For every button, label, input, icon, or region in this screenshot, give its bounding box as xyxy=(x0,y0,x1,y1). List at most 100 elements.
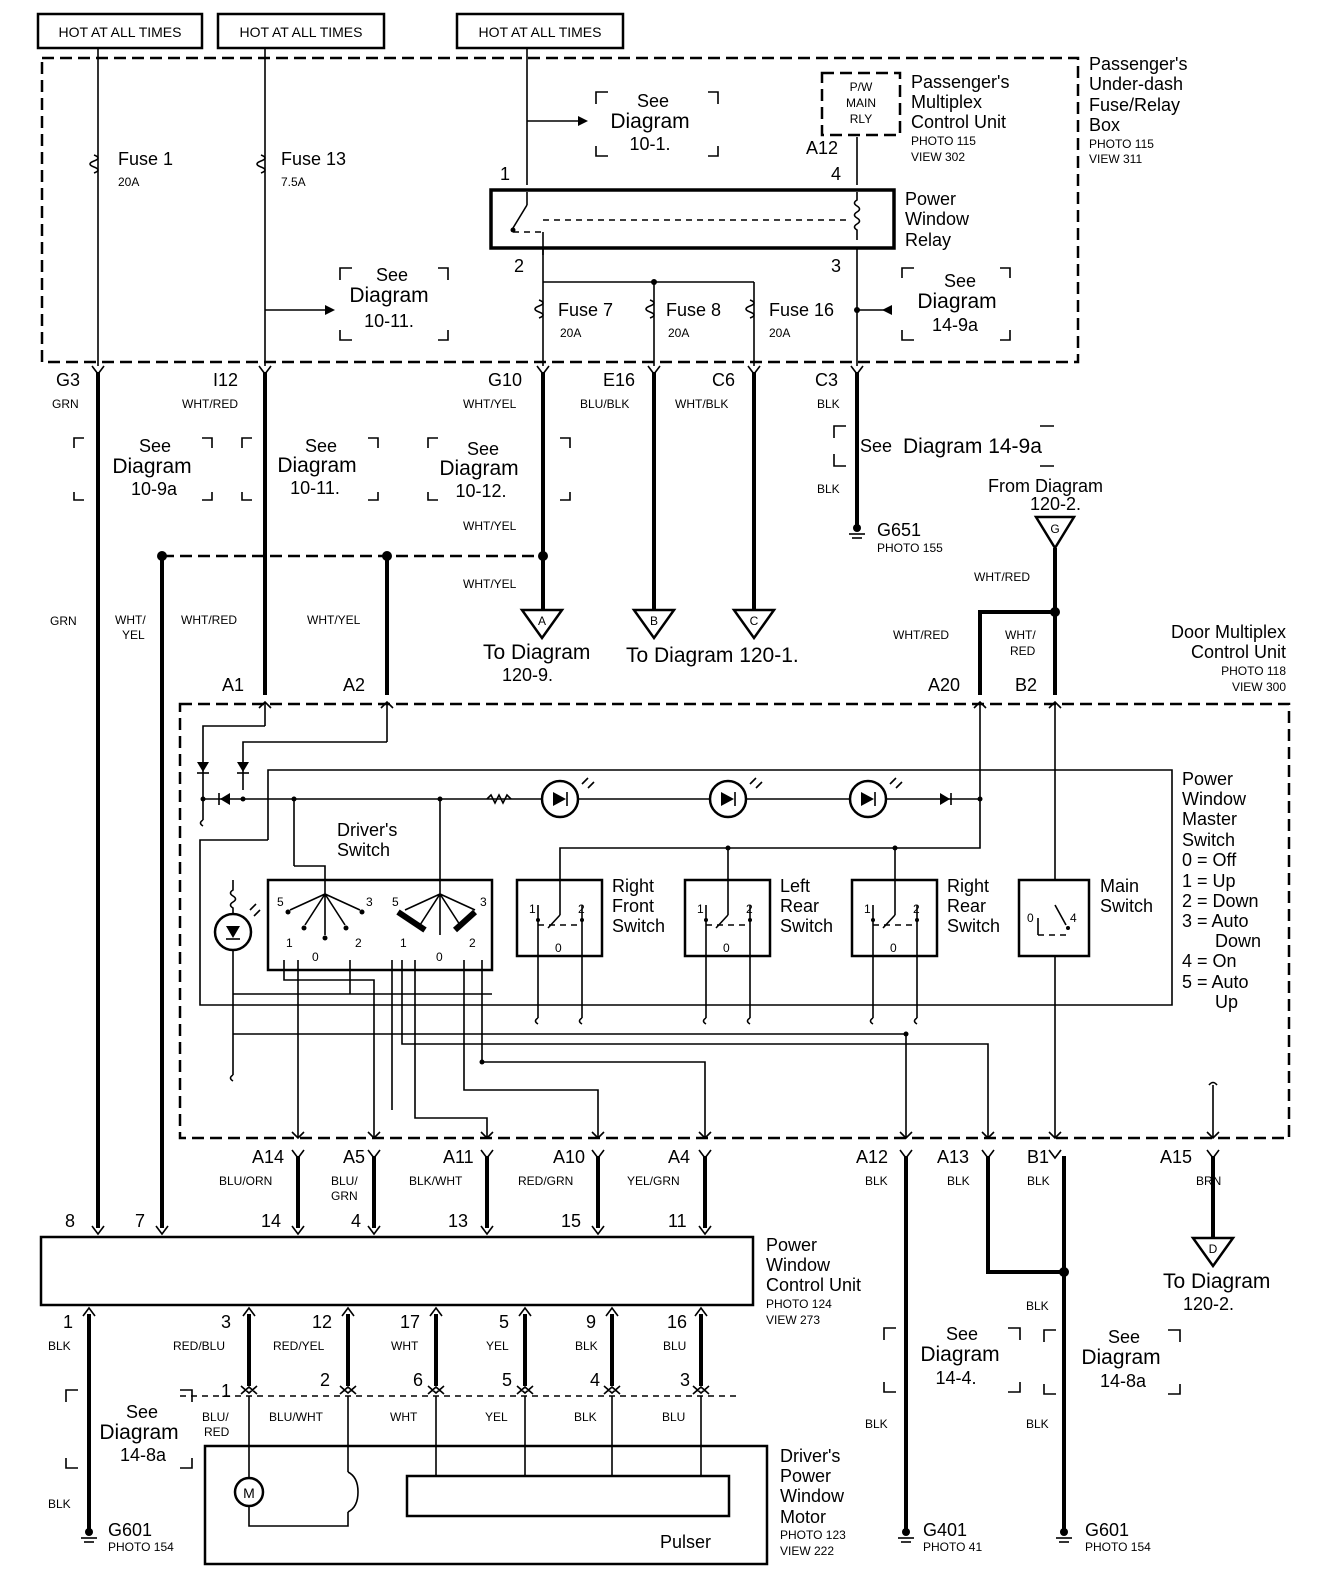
fuse7-symbol xyxy=(534,299,544,319)
drivers-switch-contacts xyxy=(285,799,478,941)
resistor-icon xyxy=(486,793,512,805)
svg-text:10-9a: 10-9a xyxy=(131,479,178,499)
dmcu-pin-b2: B2 xyxy=(1015,675,1037,695)
svg-text:PHOTO 118: PHOTO 118 xyxy=(1221,664,1286,678)
svg-text:1: 1 xyxy=(286,936,293,950)
connector-e16: E16 BLU/BLK xyxy=(580,370,635,411)
wire-a13-blk xyxy=(986,1156,1064,1274)
svg-text:13: 13 xyxy=(448,1211,468,1231)
svg-text:2: 2 xyxy=(355,936,362,950)
svg-text:0: 0 xyxy=(436,950,443,964)
svg-text:RED/BLU: RED/BLU xyxy=(173,1339,225,1353)
svg-text:WHT: WHT xyxy=(390,1410,418,1424)
svg-text:10-11.: 10-11. xyxy=(290,478,340,498)
drivers-switch-label-1: Driver's xyxy=(337,820,397,840)
connector-ticks-top xyxy=(91,365,864,376)
svg-text:Main: Main xyxy=(1100,876,1139,896)
fuse13-symbol xyxy=(256,154,266,174)
svg-text:PHOTO 123: PHOTO 123 xyxy=(780,1528,846,1542)
svg-text:Rear: Rear xyxy=(780,896,819,916)
drivers-switch-led xyxy=(213,880,492,1082)
svg-text:Window: Window xyxy=(780,1486,845,1506)
see-diagram-14-9a-mid: See Diagram 14-9a xyxy=(833,425,1054,467)
arrow-icon xyxy=(325,305,335,315)
svg-text:BLU/: BLU/ xyxy=(331,1174,358,1188)
svg-text:See: See xyxy=(376,265,408,285)
relay-pin-2: 2 xyxy=(514,256,524,276)
svg-text:0: 0 xyxy=(312,950,319,964)
right-rear-switch-label: Right Rear Switch xyxy=(947,876,1000,936)
svg-text:VIEW 300: VIEW 300 xyxy=(1232,680,1286,694)
pw-main-relay-box xyxy=(820,71,902,137)
pwcu-pin-8: 8 xyxy=(65,1211,75,1231)
svg-text:See: See xyxy=(944,271,976,291)
b2-wire-label-a: WHT/ xyxy=(1005,628,1036,642)
fuse8-symbol xyxy=(645,299,655,319)
svg-text:Motor: Motor xyxy=(780,1507,826,1527)
svg-text:BLU/ORN: BLU/ORN xyxy=(219,1174,272,1188)
svg-text:Diagram: Diagram xyxy=(920,1343,999,1366)
main-switch-box[interactable] xyxy=(1017,878,1091,958)
ground-g401-icon xyxy=(898,1528,914,1543)
see-diagram-10-9a: See Diagram 10-9a xyxy=(73,436,213,501)
svg-text:BLU: BLU xyxy=(662,1410,685,1424)
svg-text:2: 2 xyxy=(578,902,585,916)
svg-text:5: 5 xyxy=(502,1370,512,1390)
hot-tag-1-label: HOT AT ALL TIMES xyxy=(59,24,182,40)
drivers-switch-label-2: Switch xyxy=(337,840,390,860)
svg-text:See: See xyxy=(126,1402,158,1422)
connector-c3: C3 BLK xyxy=(815,370,840,411)
dmcu-output-arrows xyxy=(291,1131,1220,1140)
svg-text:1: 1 xyxy=(400,936,407,950)
svg-text:0: 0 xyxy=(555,941,562,955)
svg-text:Window: Window xyxy=(766,1255,831,1275)
master-switch-label: Power Window Master Switch xyxy=(1182,769,1247,850)
master-switch-legend: 0 = Off 1 = Up 2 = Down 3 = Auto Down 4 … xyxy=(1182,850,1261,1012)
hot-tag-3: HOT AT ALL TIMES xyxy=(455,12,625,50)
svg-text:11: 11 xyxy=(668,1211,687,1231)
connector-a14: A14 BLU/ORN 14 xyxy=(219,1147,284,1231)
svg-text:5: 5 xyxy=(392,895,399,909)
relay-pin-3: 3 xyxy=(831,256,841,276)
svg-text:Right: Right xyxy=(612,876,654,896)
to-diagram-a-ref: 120-9. xyxy=(502,665,553,685)
see-diagram-14-9a-top: See Diagram 14-9a xyxy=(901,267,1011,341)
svg-text:Right: Right xyxy=(947,876,989,896)
svg-text:VIEW 311: VIEW 311 xyxy=(1089,152,1142,166)
svg-text:12: 12 xyxy=(312,1312,332,1332)
svg-text:B: B xyxy=(650,614,658,628)
svg-text:RED/GRN: RED/GRN xyxy=(518,1174,573,1188)
svg-text:BLU/BLK: BLU/BLK xyxy=(580,397,629,411)
main-switch-label: Main Switch xyxy=(1100,876,1153,916)
fuse8-label: Fuse 8 xyxy=(666,300,721,320)
svg-text:Control Unit: Control Unit xyxy=(911,112,1006,132)
connector-a10: A10 RED/GRN 15 xyxy=(518,1147,585,1231)
power-window-control-unit xyxy=(39,1235,755,1307)
fuse-relay-box-outline xyxy=(40,56,1080,364)
hot-tag-1: HOT AT ALL TIMES xyxy=(36,12,204,50)
power-window-relay xyxy=(489,188,896,250)
relay-coil xyxy=(543,192,861,240)
svg-text:3 = Auto: 3 = Auto xyxy=(1182,911,1249,931)
svg-text:Diagram 14-9a: Diagram 14-9a xyxy=(903,435,1042,458)
wire-label-whtred-g: WHT/RED xyxy=(974,570,1030,584)
svg-text:4: 4 xyxy=(590,1370,600,1390)
svg-text:Diagram: Diagram xyxy=(610,110,689,133)
svg-text:PHOTO 115: PHOTO 115 xyxy=(911,134,976,148)
svg-text:Switch: Switch xyxy=(1182,830,1235,850)
svg-text:4 = On: 4 = On xyxy=(1182,951,1237,971)
svg-text:GRN: GRN xyxy=(52,397,79,411)
svg-text:14-4.: 14-4. xyxy=(935,1368,976,1388)
svg-text:A4: A4 xyxy=(668,1147,690,1167)
main-switch-contacts: 0 4 xyxy=(1027,904,1077,936)
svg-text:10-1.: 10-1. xyxy=(629,134,670,154)
wire-label-whtyel-a: WHT/ xyxy=(115,613,146,627)
svg-text:See: See xyxy=(1108,1327,1140,1347)
svg-text:5: 5 xyxy=(499,1312,509,1332)
dmcu-pin-a2: A2 xyxy=(343,675,365,695)
right-rear-switch-contacts: 1 2 0 xyxy=(864,880,920,1025)
svg-text:Switch: Switch xyxy=(780,916,833,936)
svg-text:Diagram: Diagram xyxy=(112,455,191,478)
connector-a13: A13 BLK xyxy=(937,1147,970,1188)
svg-text:16: 16 xyxy=(667,1312,687,1332)
